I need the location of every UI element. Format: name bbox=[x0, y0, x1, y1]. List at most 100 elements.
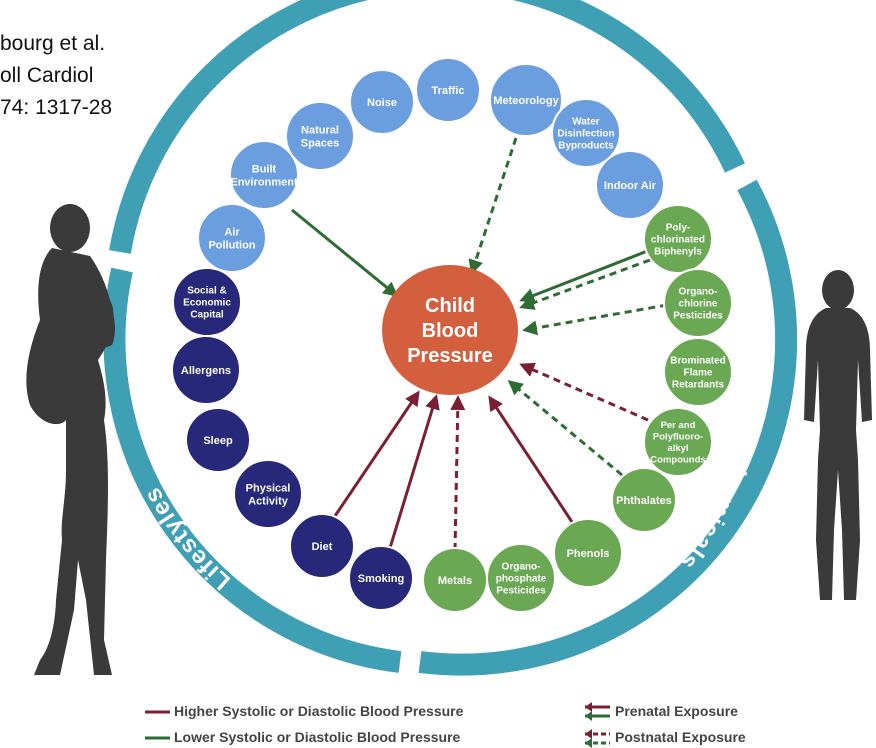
arrows bbox=[291, 137, 668, 551]
arrow-metals bbox=[450, 395, 466, 551]
arrow-built-environment bbox=[291, 208, 399, 297]
center-line-1: Child bbox=[425, 295, 475, 317]
node-label: Pollution bbox=[208, 239, 255, 251]
node-metals: Metals bbox=[422, 547, 488, 613]
node-diet: Diet bbox=[289, 513, 355, 579]
arrow-phthalates bbox=[507, 380, 623, 477]
arrow-smoking bbox=[388, 394, 440, 549]
legend-postnatal-icon bbox=[585, 729, 610, 748]
node-label: Environment bbox=[230, 176, 298, 188]
child-silhouette bbox=[804, 270, 872, 600]
node-traffic: Traffic bbox=[415, 57, 481, 123]
node-label: Social & bbox=[187, 286, 226, 297]
legend-lower-label: Lower Systolic or Diastolic Blood Pressu… bbox=[174, 729, 461, 745]
arrow-pcb-2 bbox=[519, 258, 651, 310]
node-phenols: Phenols bbox=[553, 518, 623, 588]
node-label: Activity bbox=[248, 495, 289, 507]
node-circle bbox=[172, 267, 242, 337]
ring-segment-chemicals bbox=[418, 179, 798, 676]
arrow-pfas bbox=[519, 362, 649, 422]
ring-segment-outdoor bbox=[109, 0, 745, 254]
node-label: Per and bbox=[661, 420, 696, 431]
node-circle bbox=[663, 337, 733, 407]
node-label: Built bbox=[252, 163, 277, 175]
node-circle bbox=[289, 513, 355, 579]
node-label: Spaces bbox=[301, 137, 340, 149]
node-circle bbox=[489, 63, 563, 137]
center-node: Child Blood Pressure bbox=[382, 265, 518, 395]
node-label: phosphate bbox=[496, 574, 547, 585]
citation-line-3: 74: 1317-28 bbox=[0, 96, 113, 119]
citation-line-2: oll Cardiol bbox=[0, 64, 94, 87]
arrow-pcb-1 bbox=[519, 248, 651, 303]
arrow-diet bbox=[333, 390, 420, 517]
node-circle bbox=[233, 459, 303, 529]
node-circle bbox=[185, 407, 251, 473]
node-circle bbox=[553, 518, 623, 588]
node-label: Phenols bbox=[567, 548, 610, 560]
node-label: Capital bbox=[190, 310, 224, 321]
arrow-organochlorine bbox=[522, 303, 668, 336]
node-label: chlorinated bbox=[651, 235, 705, 246]
legend-prenatal-icon bbox=[585, 702, 610, 721]
node-label: Water bbox=[572, 117, 600, 128]
node-label: Air bbox=[224, 226, 240, 238]
node-circle bbox=[415, 57, 481, 123]
legend-prenatal-label: Prenatal Exposure bbox=[615, 703, 738, 719]
node-circle bbox=[643, 204, 713, 274]
outer-ring bbox=[103, 0, 798, 676]
node-circle bbox=[422, 547, 488, 613]
node-label: Traffic bbox=[431, 85, 464, 97]
node-sleep: Sleep bbox=[185, 407, 251, 473]
node-circle bbox=[197, 203, 267, 273]
node-circle bbox=[349, 69, 415, 135]
citation: bourg et al. oll Cardiol 74: 1317-28 bbox=[0, 28, 112, 124]
node-label: Flame bbox=[684, 368, 713, 379]
node-label: Sleep bbox=[203, 435, 233, 447]
arrow-phenols bbox=[488, 395, 574, 523]
node-label: Indoor Air bbox=[604, 180, 657, 192]
node-label: Organo- bbox=[679, 287, 718, 298]
node-label: Disinfection bbox=[557, 129, 614, 140]
node-circle bbox=[595, 150, 665, 220]
node-smoking: Smoking bbox=[348, 545, 414, 611]
node-phthalates: Phthalates bbox=[611, 467, 677, 533]
node-circle bbox=[643, 407, 713, 477]
node-label: Biphenyls bbox=[654, 247, 702, 258]
node-label: Poly- bbox=[666, 223, 690, 234]
node-circle bbox=[348, 545, 414, 611]
node-indoor-air: Indoor Air bbox=[595, 150, 665, 220]
exposure-nodes: AirPollutionBuiltEnvironmentNaturalSpace… bbox=[171, 57, 733, 613]
node-label: Economic bbox=[183, 298, 231, 309]
center-line-3: Pressure bbox=[407, 345, 493, 367]
ring-segment-lifestyles bbox=[103, 267, 402, 673]
node-circle bbox=[229, 140, 299, 210]
node-label: Compounds bbox=[650, 455, 705, 466]
node-label: chlorine bbox=[679, 299, 718, 310]
node-circle bbox=[611, 467, 677, 533]
center-line-2: Blood bbox=[422, 320, 479, 342]
node-label: Pesticides bbox=[673, 311, 723, 322]
node-label: Noise bbox=[367, 97, 397, 109]
node-label: Brominated bbox=[670, 356, 726, 367]
node-label: Physical bbox=[246, 482, 291, 494]
node-label: Smoking bbox=[358, 573, 404, 585]
legend-postnatal-label: Postnatal Exposure bbox=[615, 729, 746, 745]
node-label: Diet bbox=[312, 541, 333, 553]
node-circle bbox=[285, 101, 355, 171]
node-label: Phthalates bbox=[616, 495, 672, 507]
node-circle bbox=[551, 98, 621, 168]
node-label: Allergens bbox=[181, 365, 231, 377]
legend-higher-label: Higher Systolic or Diastolic Blood Press… bbox=[174, 703, 464, 719]
node-meteorology: Meteorology bbox=[489, 63, 563, 137]
